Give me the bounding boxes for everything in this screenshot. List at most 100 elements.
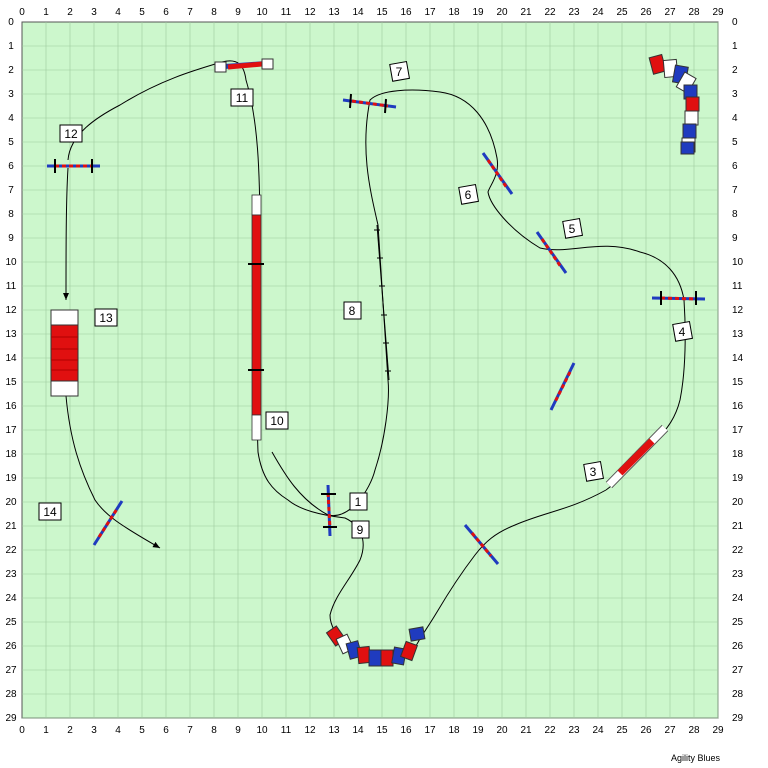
x-tick-top: 3 bbox=[91, 7, 97, 18]
label-10: 10 bbox=[270, 414, 284, 428]
jump-12 bbox=[47, 159, 100, 173]
label-6: 6 bbox=[465, 188, 472, 202]
x-tick-bottom: 1 bbox=[43, 725, 49, 736]
y-tick-left: 17 bbox=[5, 425, 17, 436]
y-tick-left: 15 bbox=[5, 377, 17, 388]
y-axis-left: 0 1 2 3 4 5 6 7 8 9 10 11 12 13 14 15 16… bbox=[5, 17, 17, 724]
weave-poles bbox=[374, 224, 391, 381]
path-segment-1-to-2 bbox=[327, 89, 686, 516]
y-tick-left: 29 bbox=[5, 713, 17, 724]
y-tick-left: 21 bbox=[5, 521, 17, 532]
label-12: 12 bbox=[64, 127, 78, 141]
x-tick-bottom: 4 bbox=[115, 725, 121, 736]
y-tick-left: 27 bbox=[5, 665, 17, 676]
y-tick-left: 9 bbox=[8, 233, 14, 244]
x-tick-bottom: 12 bbox=[304, 725, 316, 736]
a-frame bbox=[50, 309, 79, 397]
label-9: 9 bbox=[357, 523, 364, 537]
x-tick-top: 1 bbox=[43, 7, 49, 18]
x-tick-bottom: 24 bbox=[592, 725, 604, 736]
x-tick-top: 18 bbox=[448, 7, 460, 18]
label-5: 5 bbox=[569, 222, 576, 236]
x-tick-bottom: 26 bbox=[640, 725, 652, 736]
x-tick-top: 15 bbox=[376, 7, 388, 18]
y-tick-left: 5 bbox=[8, 137, 14, 148]
y-tick-right: 26 bbox=[732, 641, 744, 652]
x-tick-top: 29 bbox=[712, 7, 724, 18]
x-tick-bottom: 29 bbox=[712, 725, 724, 736]
x-tick-top: 14 bbox=[352, 7, 364, 18]
x-tick-bottom: 16 bbox=[400, 725, 412, 736]
path-segment-3-to-4 bbox=[412, 489, 607, 653]
y-tick-right: 15 bbox=[732, 377, 744, 388]
x-tick-bottom: 28 bbox=[688, 725, 700, 736]
y-tick-right: 10 bbox=[732, 257, 744, 268]
y-tick-right: 6 bbox=[732, 161, 738, 172]
x-tick-top: 12 bbox=[304, 7, 316, 18]
credit-text: Agility Blues bbox=[671, 753, 721, 763]
x-tick-bottom: 9 bbox=[235, 725, 241, 736]
y-tick-left: 6 bbox=[8, 161, 14, 172]
x-tick-top: 26 bbox=[640, 7, 652, 18]
y-tick-right: 20 bbox=[732, 497, 744, 508]
x-tick-top: 11 bbox=[281, 7, 292, 18]
y-tick-left: 10 bbox=[5, 257, 17, 268]
x-tick-bottom: 13 bbox=[328, 725, 340, 736]
y-tick-left: 13 bbox=[5, 329, 17, 340]
y-tick-left: 18 bbox=[5, 449, 17, 460]
y-tick-right: 14 bbox=[732, 353, 744, 364]
label-13: 13 bbox=[99, 311, 113, 325]
x-tick-bottom: 3 bbox=[91, 725, 97, 736]
x-tick-top: 19 bbox=[472, 7, 484, 18]
x-tick-bottom: 15 bbox=[376, 725, 388, 736]
x-tick-bottom: 10 bbox=[256, 725, 268, 736]
y-tick-right: 9 bbox=[732, 233, 738, 244]
x-axis-top: 0 1 2 3 4 5 6 7 8 9 10 11 12 13 14 15 16… bbox=[19, 7, 724, 18]
x-tick-top: 6 bbox=[163, 7, 169, 18]
x-tick-bottom: 5 bbox=[139, 725, 145, 736]
x-tick-bottom: 21 bbox=[520, 725, 532, 736]
x-tick-top: 27 bbox=[664, 7, 676, 18]
label-4: 4 bbox=[679, 325, 686, 339]
y-tick-left: 26 bbox=[5, 641, 17, 652]
path-segment-start bbox=[271, 451, 329, 516]
x-tick-top: 4 bbox=[115, 7, 121, 18]
y-tick-right: 29 bbox=[732, 713, 744, 724]
y-tick-right: 22 bbox=[732, 545, 744, 556]
x-tick-top: 2 bbox=[67, 7, 73, 18]
x-axis-bottom: 0 1 2 3 4 5 6 7 8 9 10 11 12 13 14 15 16… bbox=[19, 725, 724, 736]
x-tick-bottom: 14 bbox=[352, 725, 364, 736]
x-tick-top: 25 bbox=[616, 7, 628, 18]
x-tick-bottom: 0 bbox=[19, 725, 25, 736]
y-tick-left: 19 bbox=[5, 473, 17, 484]
x-tick-top: 23 bbox=[568, 7, 580, 18]
x-tick-top: 9 bbox=[235, 7, 241, 18]
y-tick-right: 5 bbox=[732, 137, 738, 148]
x-tick-bottom: 20 bbox=[496, 725, 508, 736]
y-tick-right: 25 bbox=[732, 617, 744, 628]
y-tick-right: 24 bbox=[732, 593, 744, 604]
y-tick-right: 18 bbox=[732, 449, 744, 460]
path-segment-6-to-7 bbox=[65, 395, 161, 549]
y-tick-right: 12 bbox=[732, 305, 744, 316]
tunnel-bottom bbox=[325, 625, 426, 667]
y-tick-left: 14 bbox=[5, 353, 17, 364]
x-tick-bottom: 25 bbox=[616, 725, 628, 736]
jump-5 bbox=[535, 231, 568, 274]
y-tick-right: 23 bbox=[732, 569, 744, 580]
x-tick-top: 0 bbox=[19, 7, 25, 18]
y-tick-left: 1 bbox=[8, 41, 14, 52]
y-tick-left: 23 bbox=[5, 569, 17, 580]
x-tick-top: 16 bbox=[400, 7, 412, 18]
y-tick-right: 7 bbox=[732, 185, 738, 196]
y-tick-left: 7 bbox=[8, 185, 14, 196]
label-3: 3 bbox=[590, 465, 597, 479]
x-tick-top: 24 bbox=[592, 7, 604, 18]
x-tick-bottom: 6 bbox=[163, 725, 169, 736]
path-segment-5-to-6 bbox=[63, 167, 70, 301]
x-tick-top: 21 bbox=[520, 7, 532, 18]
x-tick-top: 10 bbox=[256, 7, 268, 18]
jump-3-bar bbox=[605, 424, 669, 489]
y-tick-right: 0 bbox=[732, 17, 738, 28]
